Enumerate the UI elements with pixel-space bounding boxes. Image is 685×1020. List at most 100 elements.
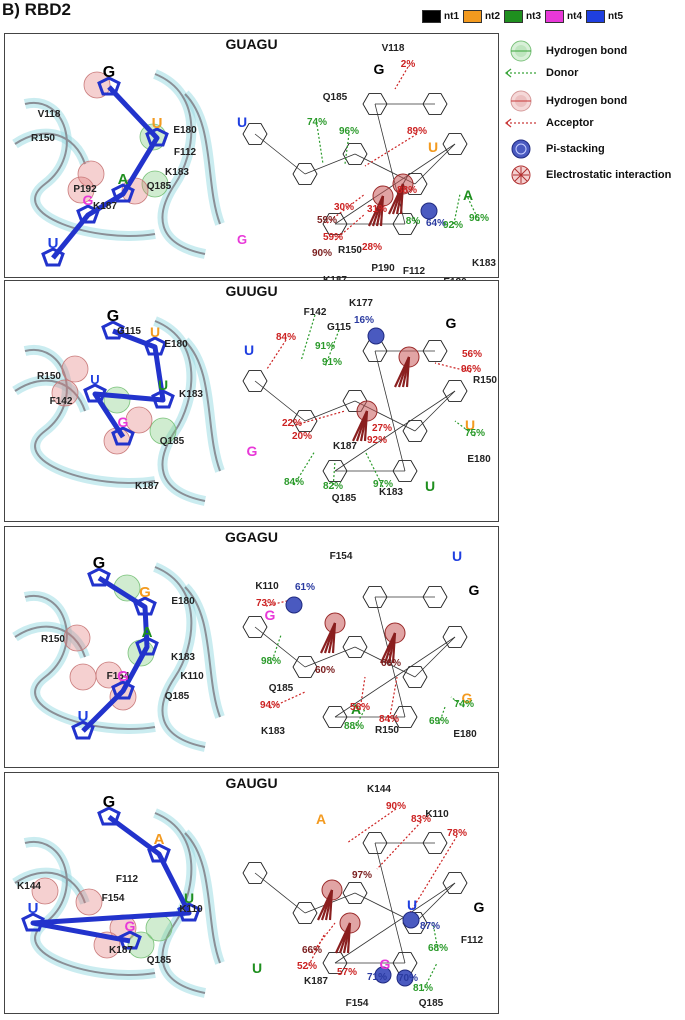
- donor-bond: [466, 195, 480, 222]
- nucleotide-label-2d: G: [462, 690, 473, 706]
- ring-structure: [292, 902, 318, 924]
- nucleotide-label-2d: U: [452, 548, 462, 564]
- backbone-bond: [304, 153, 356, 175]
- protein-backbone: [24, 101, 156, 237]
- residue-label-3d: F142: [50, 396, 73, 407]
- pi-stacking-marker: [420, 202, 438, 220]
- ring-structure: [342, 636, 368, 658]
- residue-label-3d: K187: [93, 201, 117, 212]
- pi-stacking-marker: [367, 327, 385, 345]
- residue-label-3d: K144: [17, 881, 41, 892]
- interaction-sphere: [69, 663, 97, 691]
- nucleotide-ring: [111, 426, 135, 446]
- ring-structure: [242, 370, 268, 392]
- protein-backbone: [24, 594, 156, 730]
- residue-label-3d: Q185: [147, 955, 172, 966]
- interaction-frequency: 30%: [334, 202, 354, 213]
- protein-backbone: [14, 625, 86, 658]
- residue-label-3d: F112: [174, 147, 197, 158]
- nt4-label: nt4: [567, 11, 582, 22]
- legend-electrostatic: Electrostatic interaction: [502, 164, 671, 186]
- legend-nt3: nt3: [504, 10, 541, 23]
- donor-bond: [454, 420, 476, 437]
- nucleotide-label-2d: U: [428, 139, 438, 155]
- protein-backbone: [184, 586, 221, 718]
- residue-label-3d: K110: [180, 671, 204, 682]
- interaction-frequency: 96%: [469, 213, 489, 224]
- nucleotide-label-2d: A: [316, 811, 326, 827]
- residue-label-3d: E180: [164, 339, 188, 350]
- backbone-bond: [414, 636, 456, 678]
- ring-structure: [322, 460, 348, 482]
- legend-acceptor: Acceptor: [502, 116, 594, 130]
- ring-structure: [362, 832, 388, 854]
- donor-bond: [422, 962, 438, 992]
- residue-label-3d: K110: [179, 904, 203, 915]
- nucleotide-ring: [147, 843, 171, 863]
- donor-bond: [316, 124, 324, 165]
- interaction-sphere: [75, 888, 103, 916]
- ring-structure: [292, 163, 318, 185]
- residue-label-3d: F154: [107, 671, 130, 682]
- protein-backbone: [184, 340, 221, 472]
- residue-label-2d: Q185: [269, 683, 294, 694]
- residue-label-2d: G115: [327, 322, 351, 333]
- nucleotide-ring: [83, 383, 107, 403]
- nucleotide-ring: [97, 76, 121, 96]
- pi-stacking-marker: [396, 969, 414, 987]
- nt4-swatch: [545, 10, 564, 23]
- residue-label-2d: F154: [346, 998, 369, 1009]
- panel-drawing: V118R150E180F112K183Q185P192K187GUAGUV11…: [12, 43, 496, 288]
- nucleotide-label-2d: G: [265, 607, 276, 623]
- nucleotide-label-3d: U: [158, 377, 168, 393]
- nucleotide-ring: [111, 680, 135, 700]
- interaction-frequency: 88%: [344, 721, 364, 732]
- interaction-frequency: 69%: [429, 716, 449, 727]
- nt5-swatch: [586, 10, 605, 23]
- interaction-frequency: 61%: [295, 582, 315, 593]
- legend-hbond-acceptor-label: Hydrogen bond: [546, 95, 628, 107]
- nucleotide-label-3d: A: [118, 171, 129, 188]
- residue-label-2d: K144: [367, 784, 391, 795]
- rna-stick-model: [92, 328, 166, 439]
- nucleotide-ring: [97, 806, 121, 826]
- ring-structure: [442, 133, 468, 155]
- interaction-sphere: [125, 406, 153, 434]
- backbone-bond: [374, 350, 406, 472]
- residue-label-2d: K187: [304, 976, 328, 987]
- residue-label-2d: Q185: [419, 998, 444, 1009]
- nucleotide-legend: nt1 nt2 nt3 nt4 nt5: [422, 10, 623, 23]
- electrostatic-fan: [331, 622, 337, 654]
- interaction-frequency: 20%: [292, 431, 312, 442]
- electrostatic-icon: [511, 165, 531, 185]
- legend-pi-stacking: Pi-stacking: [502, 138, 605, 160]
- ring-structure: [242, 123, 268, 145]
- protein-backbone: [154, 566, 206, 748]
- backbone-bond: [414, 143, 456, 185]
- interaction-sphere: [63, 624, 91, 652]
- legend-hbond-donor: Hydrogen bond: [502, 40, 627, 62]
- legend-nt2: nt2: [463, 10, 500, 23]
- interaction-frequency: 66%: [381, 658, 401, 669]
- interaction-frequency: 56%: [350, 702, 370, 713]
- interaction-frequency: 8%: [406, 216, 421, 227]
- ring-structure: [292, 410, 318, 432]
- acceptor-bond: [394, 66, 409, 90]
- donor-bond: [452, 193, 461, 229]
- panel-title: GGAGU: [225, 529, 278, 545]
- interaction-frequency: 82%: [323, 481, 343, 492]
- acceptor-arrow-icon: [504, 118, 536, 128]
- nucleotide-label-3d: G: [107, 308, 119, 325]
- acceptor-bond: [306, 932, 326, 970]
- nucleotide-label-3d: U: [184, 890, 194, 906]
- residue-label-2d: V118: [382, 43, 405, 54]
- ring-structure: [402, 420, 428, 442]
- nucleotide-label-3d: U: [48, 235, 59, 252]
- residue-label-2d: K177: [349, 298, 373, 309]
- interaction-frequency: 56%: [462, 349, 482, 360]
- nucleotide-label-2d: U: [252, 960, 262, 976]
- residue-label-3d: F112: [116, 874, 139, 885]
- rna-stick-model: [51, 85, 160, 260]
